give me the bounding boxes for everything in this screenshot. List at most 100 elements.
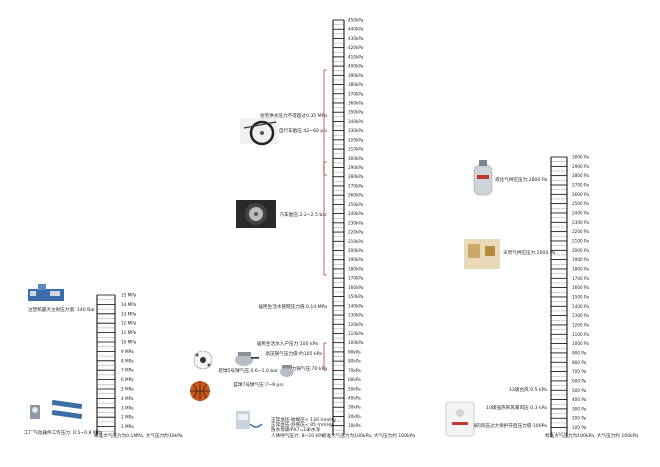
- scale-tick-label: 440kPa: [348, 27, 364, 32]
- scale-tick-label: 3000 Pa: [572, 155, 589, 160]
- scale-tick-label: 400 Pa: [572, 397, 587, 402]
- scale-tick-label: 9 MPa: [121, 349, 134, 354]
- scale-tick-label: 140kPa: [348, 303, 364, 308]
- scale-tick-label: 900 Pa: [572, 350, 587, 355]
- scale-footer: 标准大气压力为0.1MPa, 大气压力约10kPa: [94, 432, 183, 439]
- annotation-label: 液化气供应压力:2800 Pa: [495, 176, 547, 183]
- annotation-label: 自行车胎压:42~60 psi: [279, 127, 327, 134]
- scale-tick-label: 40kPa: [348, 396, 361, 401]
- scale-footer: 标准大气压力为100kPa, 大气压力约 100kPa: [545, 432, 638, 439]
- scale-tick-label: 1400 Pa: [572, 304, 589, 309]
- scale-tick-label: 310kPa: [348, 147, 364, 152]
- scale-tick-label: 150kPa: [348, 294, 364, 299]
- scale-tick-label: 1700 Pa: [572, 276, 589, 281]
- scale-tick-label: 2000 Pa: [572, 248, 589, 253]
- scale-tick-label: 2500 Pa: [572, 201, 589, 206]
- scale-tick-label: 400kPa: [348, 64, 364, 69]
- annotation-label: 汽车胎压:2.2~2.5 bar: [280, 211, 328, 218]
- scale-tick-label: 120kPa: [348, 322, 364, 327]
- scale-tick-label: 4 MPa: [121, 396, 134, 401]
- scale-footer: 标准大气压力为100kPa, 大气压力约 100kPa: [322, 432, 415, 439]
- scale-tick-label: 2200 Pa: [572, 229, 589, 234]
- scale-tick-label: 1300 Pa: [572, 313, 589, 318]
- scale-tick-label: 15 MPa: [121, 293, 137, 298]
- scale-tick-label: 2400 Pa: [572, 210, 589, 215]
- scale-tick-label: 700 Pa: [572, 369, 587, 374]
- scale-tick-label: 1500 Pa: [572, 294, 589, 299]
- pressure-cooker-icon: [235, 352, 259, 366]
- scale-tick-label: 70kPa: [348, 368, 361, 373]
- scale-tick-label: 12 MPa: [121, 321, 137, 326]
- scale-tick-label: 260kPa: [348, 193, 364, 198]
- pressure-cooker-icon: [280, 365, 294, 377]
- range-bracket: [323, 342, 327, 371]
- scale-tick-label: 340kPa: [348, 119, 364, 124]
- center-scale: 10kPa 20kPa 30kPa 40kPa 50kPa 60kPa 70kPa 80kPa…: [218, 18, 415, 440]
- scale-tick-label: 60kPa: [348, 377, 361, 382]
- scale-tick-label: 2900 Pa: [572, 164, 589, 169]
- scale-tick-label: 280kPa: [348, 174, 364, 179]
- scale-tick-label: 250kPa: [348, 202, 364, 207]
- scale-tick-label: 190kPa: [348, 257, 364, 262]
- scale-tick-label: 160kPa: [348, 285, 364, 290]
- scale-tick-label: 1800 Pa: [572, 266, 589, 271]
- scale-tick-label: 1600 Pa: [572, 285, 589, 290]
- scale-tick-label: 7 MPa: [121, 368, 134, 373]
- annotation-label: 居民生活水管网压力值:0.14 MPa: [258, 303, 327, 310]
- scale-tick-label: 380kPa: [348, 82, 364, 87]
- scale-tick-label: 100kPa: [348, 340, 364, 345]
- scale-tick-label: 2800 Pa: [572, 173, 589, 178]
- scale-tick-label: 420kPa: [348, 45, 364, 50]
- water-heater-icon: [445, 401, 475, 437]
- scale-tick-label: 350kPa: [348, 110, 364, 115]
- annotation-label: 正常血压-舒张压< 85 mmHg: [271, 421, 333, 428]
- scale-tick-label: 220kPa: [348, 230, 364, 235]
- scale-tick-label: 200 Pa: [572, 416, 587, 421]
- scale-tick-label: 13 MPa: [121, 311, 137, 316]
- scale-tick-label: 2 MPa: [121, 415, 134, 420]
- annotation-label: 燃气热水器的风压过大保护开启压力值:100Pa: [453, 422, 547, 429]
- scale-tick-label: 600 Pa: [572, 378, 587, 383]
- scale-tick-label: 90kPa: [348, 349, 361, 354]
- basketball-icon: [190, 381, 210, 401]
- bicycle-icon: [240, 118, 278, 146]
- machine-icon: [28, 284, 64, 301]
- scale-tick-label: 8 MPa: [121, 358, 134, 363]
- scale-tick-label: 230kPa: [348, 220, 364, 225]
- scale-tick-label: 2100 Pa: [572, 238, 589, 243]
- scale-tick-label: 2600 Pa: [572, 192, 589, 197]
- annotation-label: 居民生活水入户压力:100 kPa: [257, 340, 318, 347]
- scale-tick-label: 2300 Pa: [572, 220, 589, 225]
- range-bracket: [323, 69, 327, 176]
- annotation-label: 足球5号球气压:0.6~1.0 bar: [218, 367, 278, 374]
- scale-tick-label: 1900 Pa: [572, 257, 589, 262]
- scale-tick-label: 110kPa: [348, 331, 364, 336]
- annotation-label: 高压锅气压力值:约105 kPa: [265, 350, 322, 357]
- scale-tick-label: 180kPa: [348, 266, 364, 271]
- scale-tick-label: 14 MPa: [121, 302, 137, 307]
- scale-tick-label: 330kPa: [348, 128, 364, 133]
- scale-tick-label: 370kPa: [348, 91, 364, 96]
- range-bracket: [323, 161, 327, 276]
- scale-tick-label: 130kPa: [348, 313, 364, 318]
- annotation-label: 篮球7号球气压:7~9 psi: [233, 381, 283, 388]
- football-icon: [193, 350, 213, 370]
- scale-tick-label: 1000 Pa: [572, 341, 589, 346]
- scale-tick-label: 100 Pa: [572, 425, 587, 430]
- scale-tick-label: 390kPa: [348, 73, 364, 78]
- scale-tick-label: 300 Pa: [572, 406, 587, 411]
- scale-tick-label: 500 Pa: [572, 388, 587, 393]
- scale-tick-label: 80kPa: [348, 359, 361, 364]
- scale-tick-label: 20kPa: [348, 414, 361, 419]
- scale-tick-label: 50kPa: [348, 386, 361, 391]
- blood-pressure-icon: [236, 411, 263, 429]
- scale-tick-label: 30kPa: [348, 405, 361, 410]
- gas-meter-icon: [464, 239, 500, 269]
- scale-tick-label: 240kPa: [348, 211, 364, 216]
- scale-tick-label: 290kPa: [348, 165, 364, 170]
- scale-tick-label: 3 MPa: [121, 405, 134, 410]
- scale-tick-label: 10kPa: [348, 423, 361, 428]
- annotation-label: 防水等级IPX7=1米水深: [271, 426, 321, 433]
- scale-tick-label: 6 MPa: [121, 377, 134, 382]
